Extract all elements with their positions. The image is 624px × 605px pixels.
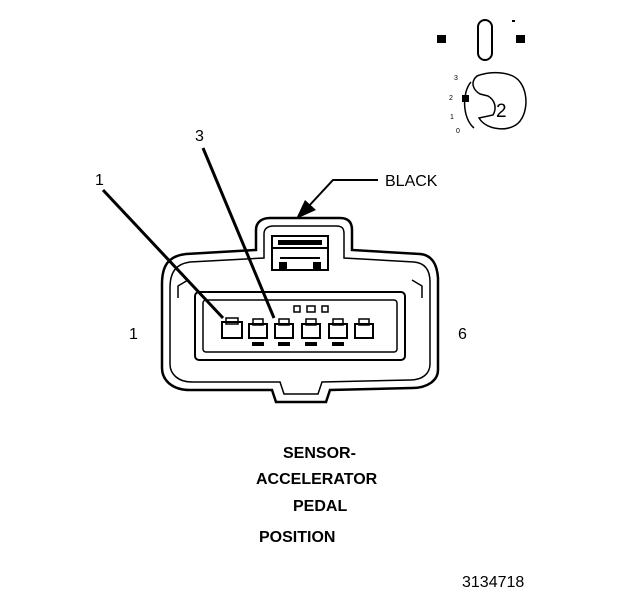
pin-3-leader-line	[201, 147, 276, 319]
dial-position-1: 1	[450, 114, 454, 121]
title-line-2: ACCELERATOR	[256, 471, 378, 488]
terminal-4	[301, 318, 321, 346]
right-end-pin-label: 6	[458, 326, 467, 343]
terminal-2-body	[248, 323, 268, 339]
terminal-5-body	[328, 323, 348, 339]
tick-mark	[512, 20, 515, 22]
terminal-2	[248, 318, 268, 346]
color-arrowhead	[296, 200, 316, 219]
left-square-marker	[437, 35, 446, 43]
dial-selected-value: 2	[496, 101, 507, 122]
housing-inner-outline	[169, 225, 431, 395]
latch-body	[271, 247, 329, 271]
center-key-3	[321, 305, 329, 313]
color-leader-line	[306, 179, 378, 209]
left-end-pin-label: 1	[129, 326, 138, 343]
terminal-4-body	[301, 323, 321, 339]
terminal-3-tab	[278, 318, 290, 326]
terminal-3-lock	[278, 342, 290, 346]
terminal-4-lock	[305, 342, 317, 346]
dial-position-3: 3	[454, 75, 458, 82]
latch-left-foot	[279, 262, 287, 270]
position-dial: 3 2 1 0 2	[449, 71, 527, 135]
housing-right-rib	[411, 279, 423, 298]
title-line-4: POSITION	[259, 529, 335, 546]
latch-ridge	[278, 240, 322, 245]
center-key-2	[306, 305, 316, 313]
dial-knob	[472, 71, 527, 130]
title-line-3: PEDAL	[293, 498, 347, 515]
housing-outer-outline	[160, 216, 440, 404]
terminal-1-tab	[225, 317, 239, 325]
figure-number: 3134718	[462, 574, 524, 591]
center-key-1	[293, 305, 301, 313]
terminal-3	[274, 318, 294, 346]
connector-housing	[160, 216, 440, 404]
color-label: BLACK	[385, 173, 438, 190]
key-slot-icon	[437, 19, 525, 61]
title-line-1: SENSOR-	[283, 445, 356, 462]
housing-left-rib	[177, 279, 189, 298]
terminal-4-tab	[305, 318, 317, 326]
terminal-6	[354, 318, 374, 339]
dial-position-0: 0	[456, 128, 460, 135]
terminal-3-body	[274, 323, 294, 339]
color-callout: BLACK	[296, 173, 438, 219]
terminal-5	[328, 318, 348, 346]
dial-pointer	[462, 95, 469, 102]
terminal-5-tab	[332, 318, 344, 326]
connector-title: SENSOR- ACCELERATOR PEDAL POSITION	[256, 445, 378, 546]
key-slot	[477, 19, 493, 61]
dial-position-2: 2	[449, 95, 453, 102]
terminal-2-tab	[252, 318, 264, 326]
right-square-marker	[516, 35, 525, 43]
terminal-1	[221, 317, 243, 339]
latch-right-foot	[313, 262, 321, 270]
terminal-cavity-outer	[194, 291, 406, 361]
terminal-6-tab	[358, 318, 370, 326]
dial-arc	[463, 81, 475, 129]
terminal-2-lock	[252, 342, 264, 346]
terminal-5-lock	[332, 342, 344, 346]
pin-3-callout-label: 3	[195, 128, 204, 145]
terminal-1-body	[221, 321, 243, 339]
pin-1-leader-line	[101, 188, 225, 320]
terminal-cavity-inner	[202, 299, 398, 353]
terminal-6-body	[354, 323, 374, 339]
pin-1-callout-label: 1	[95, 172, 104, 189]
